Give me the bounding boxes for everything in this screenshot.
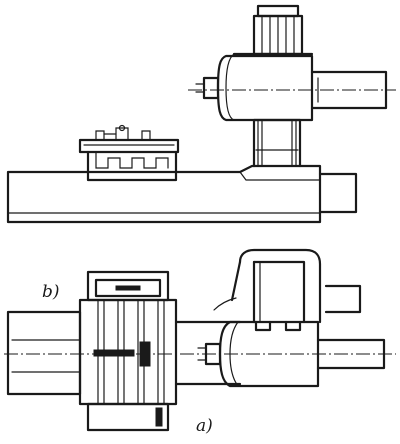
column-plan: [213, 248, 362, 324]
view-label-a: a): [196, 416, 213, 436]
column-side: [252, 118, 302, 168]
spindle-head-plan: [197, 320, 386, 388]
bed-side: [6, 164, 358, 224]
plan-view: [4, 248, 396, 432]
side-view: [6, 4, 396, 224]
motor-side: [252, 4, 304, 56]
view-label-b: b): [42, 282, 60, 302]
worktable-plan: [78, 270, 178, 432]
worktable-side: [78, 124, 180, 182]
spindle-head-side: [195, 52, 388, 122]
